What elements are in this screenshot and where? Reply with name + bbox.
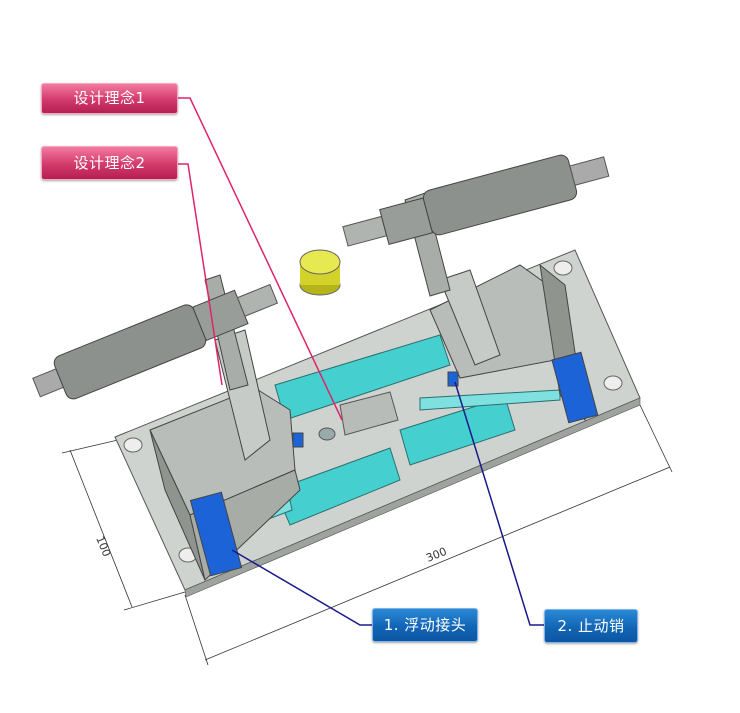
callout-stop-pin[interactable]: 2. 止动销 [544, 609, 638, 643]
right-cylinder [342, 154, 610, 247]
leader-part1 [231, 549, 372, 626]
dimension-300 [184, 404, 673, 666]
workpiece [299, 249, 341, 296]
leader-part2 [454, 381, 544, 626]
linear-slides [235, 334, 561, 531]
leader-design1 [178, 97, 343, 421]
callout-floating-joint[interactable]: 1. 浮动接头 [372, 608, 478, 642]
leader-design2 [178, 163, 223, 386]
center-block [318, 391, 399, 441]
dimension-100-label: 100 [93, 534, 113, 558]
dimension-300-label: 300 [424, 545, 448, 565]
dimension-100 [61, 439, 186, 611]
callout-design-concept-2[interactable]: 设计理念2 [41, 146, 178, 180]
left-cylinder [32, 283, 279, 400]
callout-design-concept-1[interactable]: 设计理念1 [41, 83, 178, 114]
